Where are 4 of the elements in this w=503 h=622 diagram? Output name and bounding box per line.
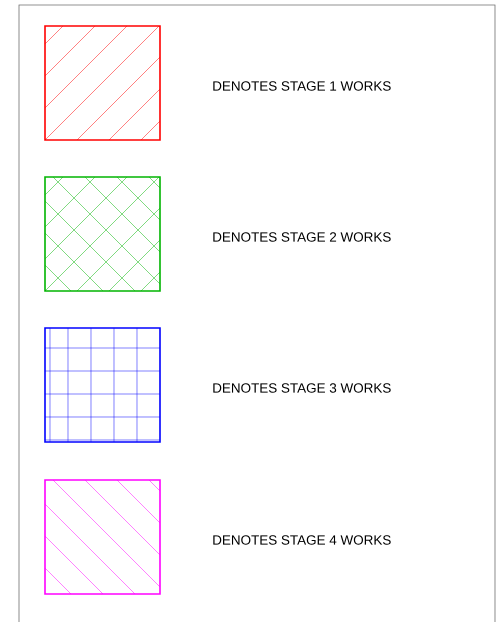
legend-label: DENOTES STAGE 1 WORKS [213, 81, 391, 91]
legend-label: DENOTES STAGE 3 WORKS [213, 383, 391, 393]
legend-label: DENOTES STAGE 4 WORKS [213, 535, 391, 545]
legend-label: DENOTES STAGE 2 WORKS [213, 232, 391, 242]
